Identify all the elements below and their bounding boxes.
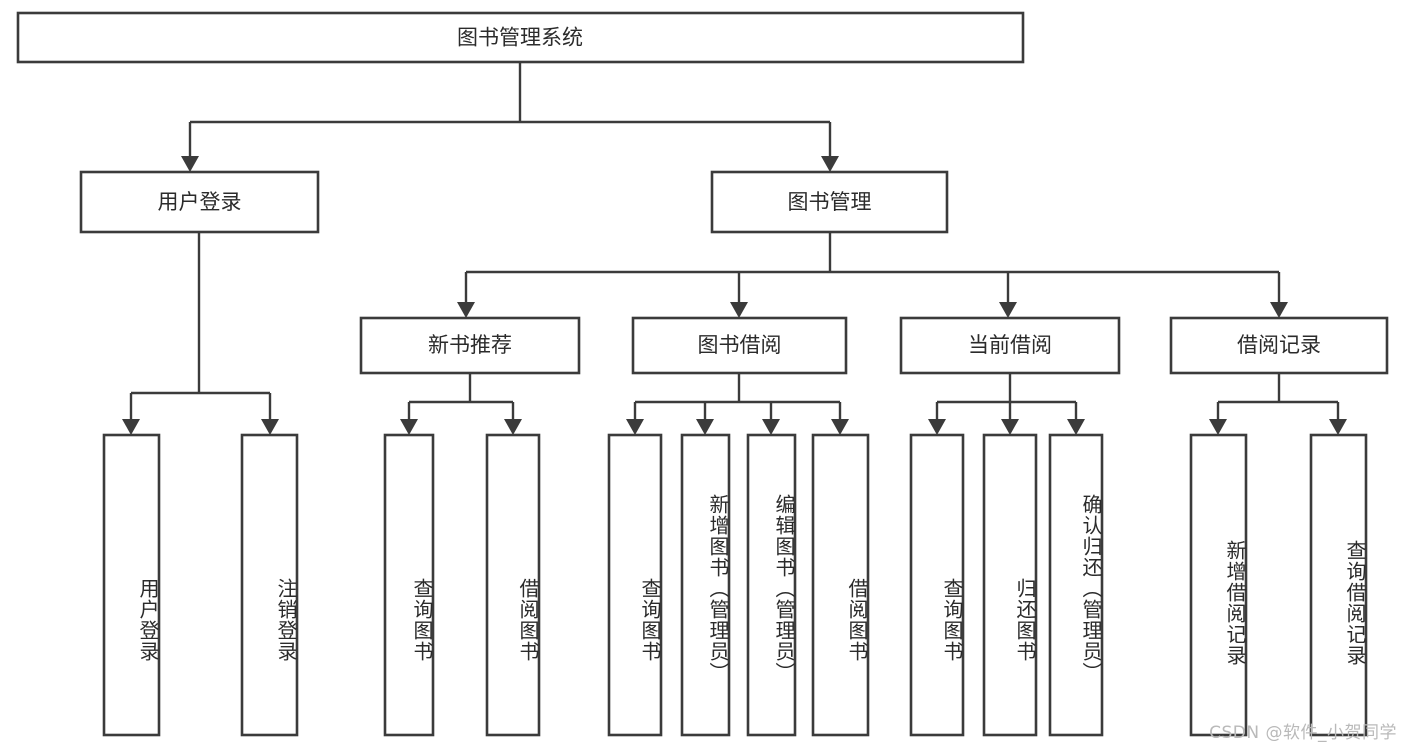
node-current-borrow[interactable] xyxy=(899,316,1121,375)
arrowhead-nbr-leaf-1 xyxy=(400,419,418,435)
node-leaf-user-login[interactable] xyxy=(102,433,161,737)
node-leaf-query-borrow-record[interactable] xyxy=(1309,433,1368,737)
node-user-login-label: 用户登录 xyxy=(158,190,242,214)
node-user-login[interactable] xyxy=(79,170,320,234)
node-leaf-return-book[interactable] xyxy=(982,433,1038,737)
arrowhead-new-book-rec xyxy=(457,302,475,318)
node-current-borrow-label: 当前借阅 xyxy=(968,333,1052,357)
node-book-borrow[interactable] xyxy=(631,316,848,375)
node-leaf-logout[interactable] xyxy=(240,433,299,737)
node-new-book-recommend-label: 新书推荐 xyxy=(428,333,512,357)
csdn-watermark: CSDN @软件_小贺同学 xyxy=(1209,723,1397,743)
arrowhead-bb-leaf-4 xyxy=(831,419,849,435)
arrowhead-borrow-record xyxy=(1270,302,1288,318)
connector-group-book-borrow xyxy=(626,373,849,435)
node-leaf-edit-book-admin[interactable] xyxy=(746,433,797,737)
node-borrow-record[interactable] xyxy=(1169,316,1389,375)
arrowhead-bb-leaf-2 xyxy=(696,419,714,435)
node-root-system-label: 图书管理系统 xyxy=(457,26,583,50)
arrowhead-bb-leaf-3 xyxy=(762,419,780,435)
node-book-borrow-label: 图书借阅 xyxy=(698,333,782,357)
node-leaf-add-book-admin[interactable] xyxy=(680,433,731,737)
connector-group-borrow-record xyxy=(1209,373,1347,435)
node-root-system[interactable] xyxy=(16,11,1025,64)
arrowhead-current-borrow xyxy=(999,302,1017,318)
arrowhead-cb-leaf-1 xyxy=(928,419,946,435)
arrowhead-leaf-user-login xyxy=(122,419,140,435)
connector-group-book-mgmt xyxy=(457,232,1288,318)
connector-group-root xyxy=(181,62,839,172)
node-book-management-label: 图书管理 xyxy=(788,190,872,214)
connector-group-current-borrow xyxy=(928,373,1085,435)
arrowhead-nbr-leaf-2 xyxy=(504,419,522,435)
connector-group-new-book-rec xyxy=(400,373,522,435)
arrowhead-cb-leaf-3 xyxy=(1067,419,1085,435)
connector-group-user-login xyxy=(122,232,279,435)
arrowhead-bb-leaf-1 xyxy=(626,419,644,435)
arrowhead-br-leaf-2 xyxy=(1329,419,1347,435)
node-leaf-query-book-borrow[interactable] xyxy=(607,433,663,737)
arrowhead-br-leaf-1 xyxy=(1209,419,1227,435)
arrowhead-cb-leaf-2 xyxy=(1001,419,1019,435)
node-leaf-borrow-book-rec[interactable] xyxy=(485,433,541,737)
arrowhead-user-login xyxy=(181,156,199,172)
node-book-management[interactable] xyxy=(710,170,949,234)
node-leaf-query-book-current[interactable] xyxy=(909,433,965,737)
node-new-book-recommend[interactable] xyxy=(359,316,581,375)
arrowhead-book-borrow xyxy=(730,302,748,318)
node-leaf-confirm-return-admin[interactable] xyxy=(1048,433,1104,737)
node-leaf-add-borrow-record[interactable] xyxy=(1189,433,1248,737)
node-borrow-record-label: 借阅记录 xyxy=(1237,333,1321,357)
arrowhead-leaf-logout xyxy=(261,419,279,435)
node-leaf-borrow-book[interactable] xyxy=(811,433,870,737)
arrowhead-book-mgmt xyxy=(821,156,839,172)
node-leaf-query-book-rec[interactable] xyxy=(383,433,435,737)
